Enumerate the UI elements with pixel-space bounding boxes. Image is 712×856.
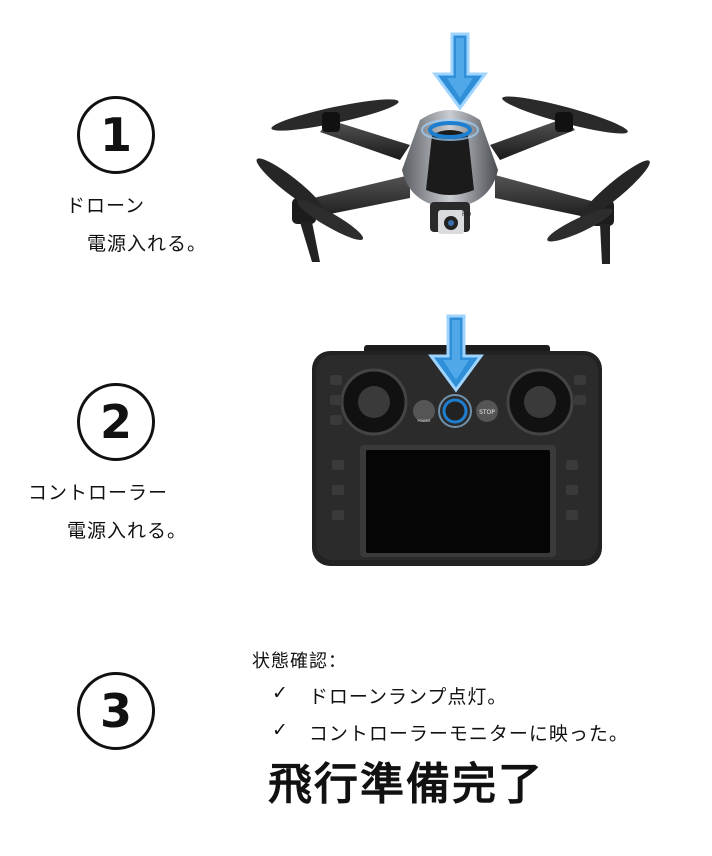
step-2-line-2: 電源入れる。: [67, 520, 188, 542]
drone-image: HD: [256, 96, 650, 264]
controller-power-button: [442, 398, 468, 424]
controller-image: STOP POWER: [312, 345, 602, 566]
controller-power-label: POWER: [418, 419, 432, 423]
status-item-1-text: ドローンランプ点灯。: [308, 686, 508, 708]
status-heading: 状態確認：: [252, 651, 347, 672]
step-number-2: 2: [77, 383, 155, 461]
arrow-down-icon: [432, 32, 488, 111]
step-number-1: 1: [77, 96, 155, 174]
check-icon: ✓: [272, 682, 289, 704]
status-item-2-text: コントローラーモニターに映った。: [308, 723, 629, 745]
status-item-2: ✓ コントローラーモニターに映った。: [272, 719, 629, 746]
drone-power-ring: [428, 121, 472, 139]
controller-stop-label: STOP: [479, 409, 495, 416]
step-1-line-2: 電源入れる。: [87, 233, 208, 255]
ready-to-fly-title: 飛行準備完了: [268, 759, 544, 810]
drone-camera-label: HD: [462, 211, 472, 218]
controller-screen: [366, 450, 550, 553]
status-item-1: ✓ ドローンランプ点灯。: [272, 682, 507, 709]
step-2-line-1: コントローラー: [28, 482, 169, 504]
arrow-down-icon-controller: [428, 314, 484, 393]
step-number-3: 3: [77, 672, 155, 750]
check-icon: ✓: [272, 719, 289, 741]
step-1-line-1: ドローン: [66, 195, 146, 217]
